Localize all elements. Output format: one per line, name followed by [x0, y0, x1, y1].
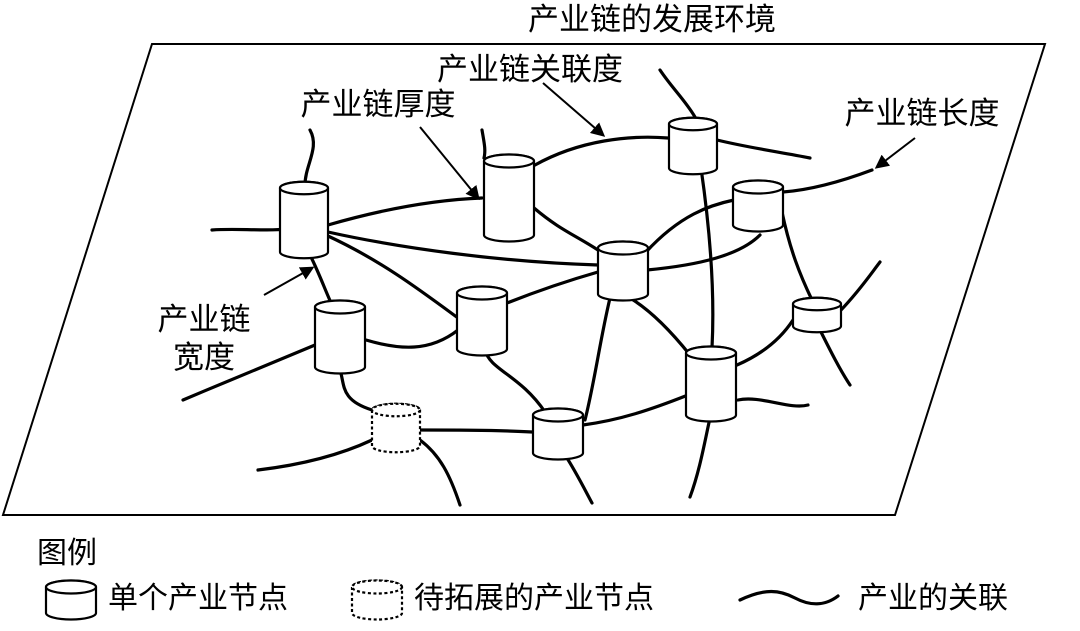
edge — [418, 438, 462, 507]
width-label-line1: 产业链 — [158, 302, 251, 338]
length-label: 产业链长度 — [845, 96, 1000, 132]
solid-cylinder-icon — [44, 579, 98, 621]
pending-industry-node — [370, 402, 422, 454]
edge — [364, 328, 460, 349]
length-arrow — [874, 137, 916, 169]
width-label-line2: 宽度 — [173, 340, 235, 376]
industry-node — [278, 180, 330, 260]
industry-node — [684, 345, 738, 423]
legend-heading: 图例 — [37, 536, 97, 571]
edge — [628, 296, 692, 357]
thickness-label: 产业链厚度 — [301, 87, 456, 123]
edge — [780, 210, 814, 302]
edge — [505, 270, 600, 305]
dashed-cylinder-icon — [350, 579, 404, 621]
edge — [181, 343, 317, 402]
edge — [533, 135, 670, 167]
edge — [645, 233, 762, 272]
industry-node — [731, 179, 785, 233]
edge — [326, 230, 600, 267]
edge — [256, 438, 374, 472]
association-arrow — [542, 82, 606, 137]
association-edges — [181, 68, 882, 507]
edge — [736, 397, 810, 408]
wavy-line-icon — [738, 589, 840, 606]
edge — [644, 198, 736, 254]
edge — [303, 128, 316, 187]
industry-node — [313, 299, 367, 375]
edge — [781, 168, 874, 194]
edge — [658, 68, 697, 119]
edge — [839, 260, 882, 312]
legend-icons — [44, 579, 404, 621]
diagram-title: 产业链的发展环境 — [528, 2, 776, 38]
width-arrow — [263, 266, 315, 296]
edge — [419, 428, 534, 434]
legend-label-pending-node: 待拓展的产业节点 — [414, 581, 654, 616]
legend-label-node: 单个产业节点 — [108, 581, 288, 616]
edge — [581, 393, 690, 427]
edge — [715, 138, 812, 160]
edge — [480, 128, 487, 160]
edge — [583, 296, 612, 422]
legend: 图例 单个产业节点 待拓展的产业节点 产业的关联 — [37, 536, 1008, 621]
edge — [818, 328, 852, 387]
industry-node — [482, 153, 536, 243]
environment-plane — [1, 43, 1047, 516]
edge — [688, 416, 712, 499]
edge — [735, 318, 795, 367]
legend-label-association: 产业的关联 — [858, 581, 1008, 616]
association-label: 产业链关联度 — [437, 52, 623, 88]
thickness-arrow — [419, 126, 480, 201]
industry-nodes — [278, 116, 843, 461]
edge — [326, 234, 460, 320]
edge — [532, 206, 600, 252]
industry-node — [531, 407, 585, 461]
industry-node — [455, 285, 509, 357]
industry-node — [791, 296, 843, 334]
industry-node — [667, 116, 719, 176]
industry-node — [596, 240, 650, 302]
edge — [326, 196, 484, 227]
